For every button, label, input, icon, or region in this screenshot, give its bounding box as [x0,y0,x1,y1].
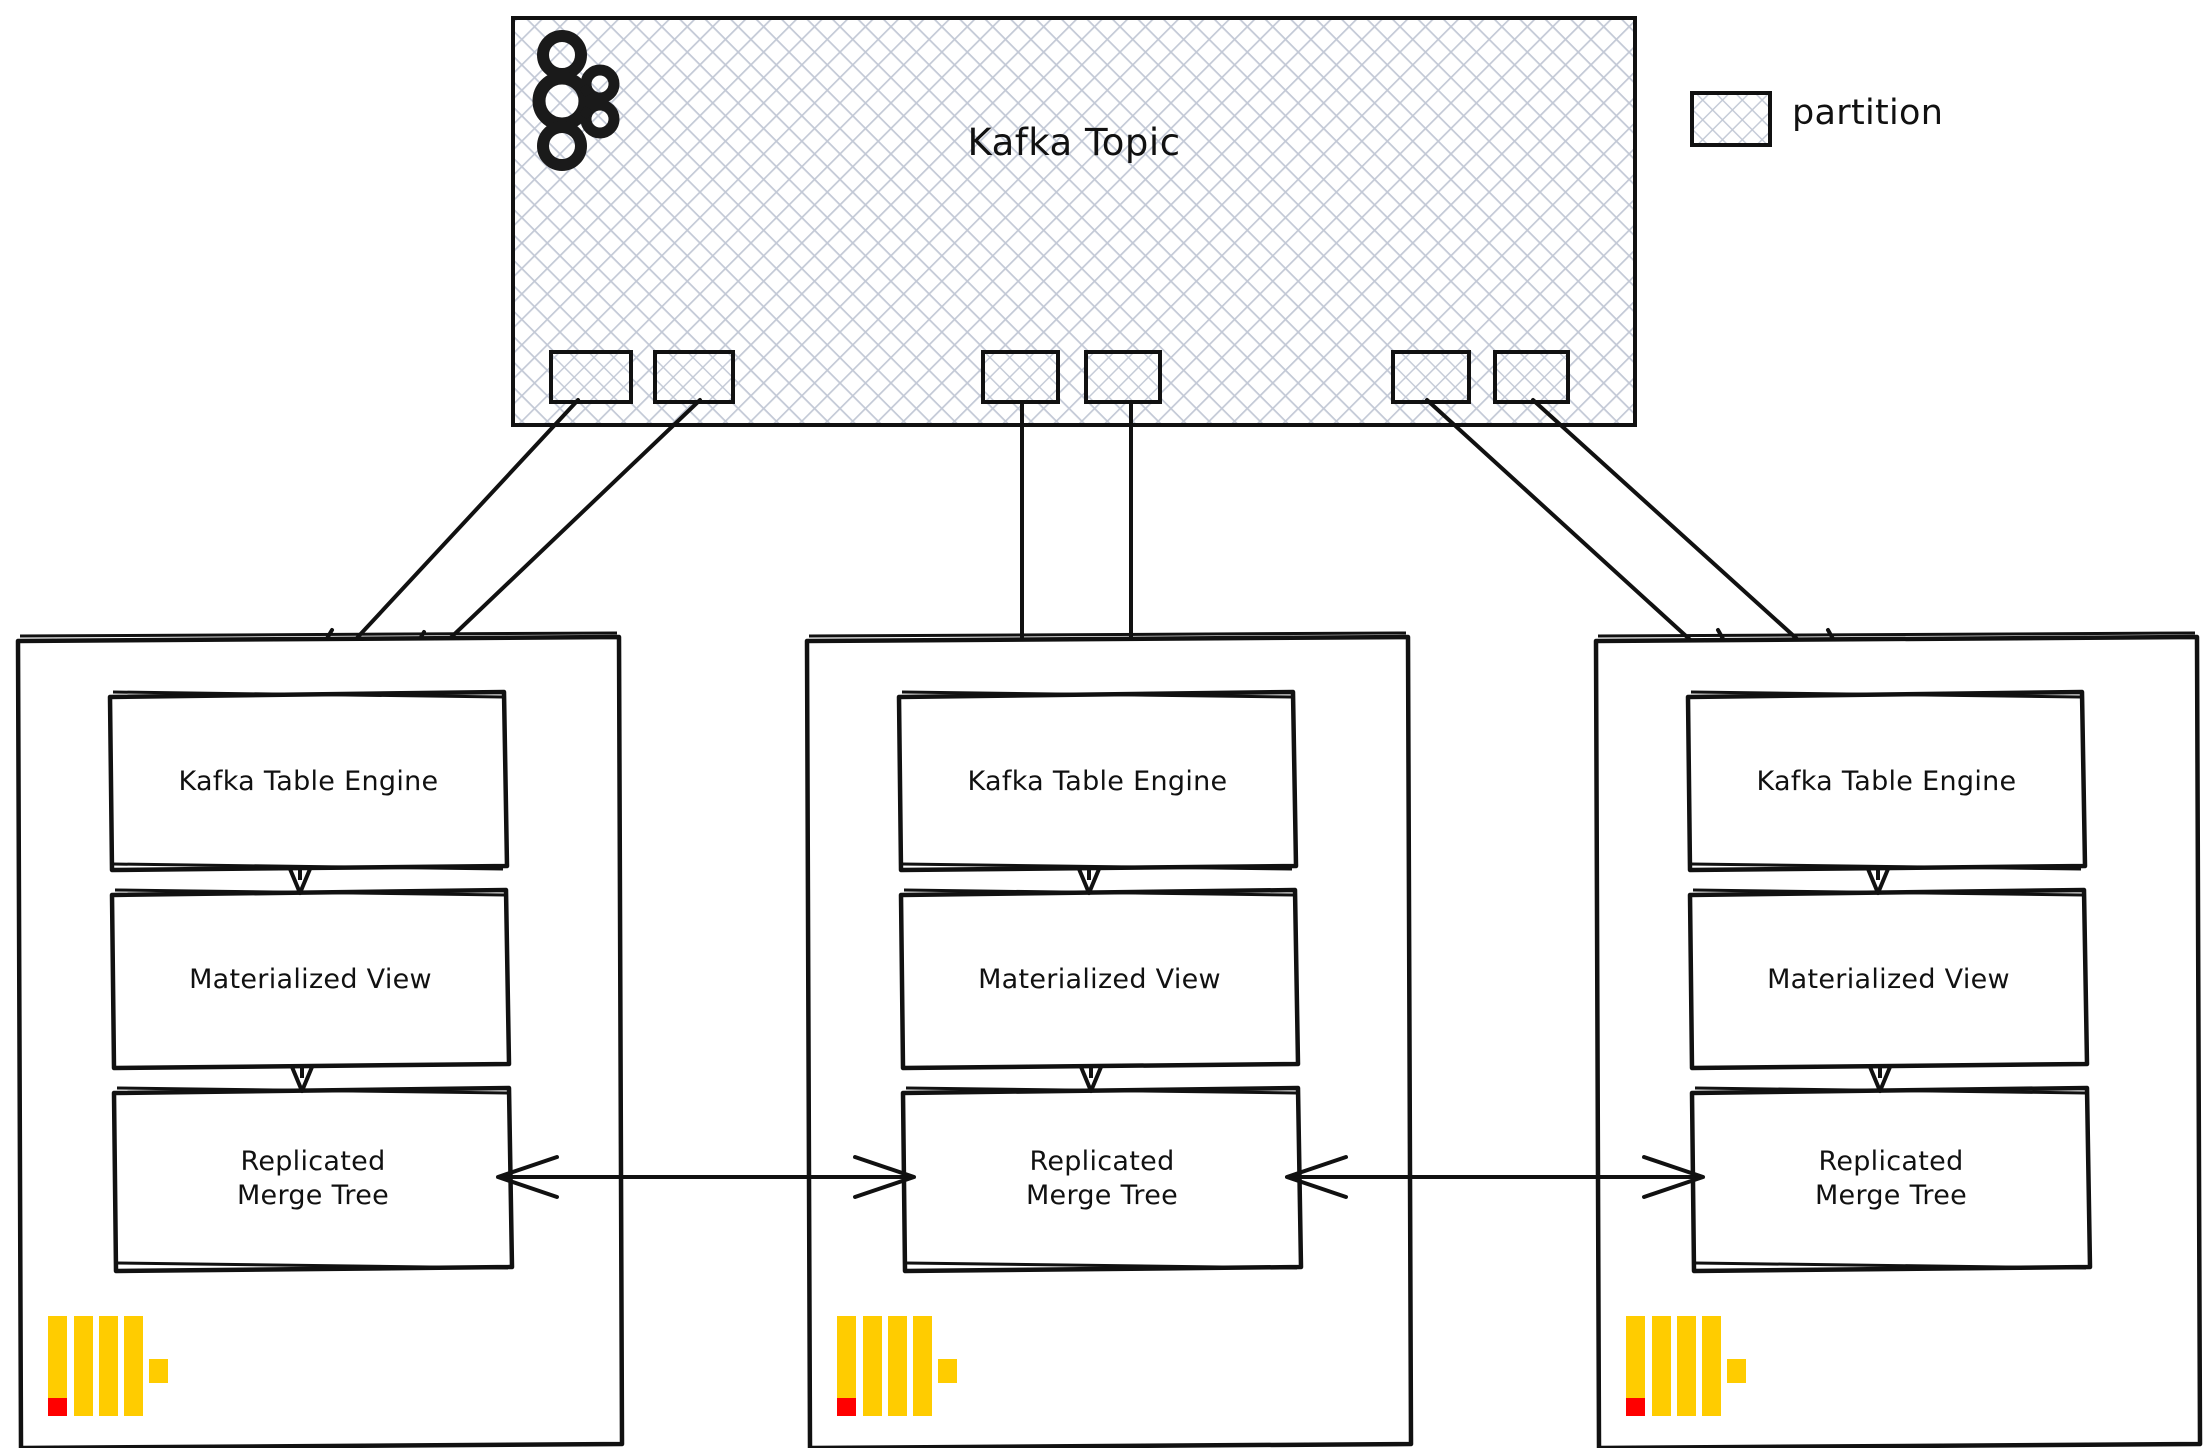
materialized-view-box-2[interactable] [898,887,1301,1071]
arrow-mv-to-rmt-3 [1868,1064,1892,1093]
arrow-kte-to-mv-3 [1866,866,1890,895]
materialized-view-box-1[interactable] [109,887,512,1071]
replication-arrow-node2-node3 [1285,1155,1705,1199]
partition-p4[interactable] [1391,350,1471,404]
clickhouse-logo-icon-3 [1626,1316,1746,1416]
partition-p3[interactable] [1084,350,1162,404]
clickhouse-logo-icon-2 [837,1316,957,1416]
arrow-mv-to-rmt-2 [1079,1064,1103,1093]
arrow-kte-to-mv-1 [288,866,312,895]
arrow-mv-to-rmt-1 [290,1064,314,1093]
legend-swatch-hatched-square-icon [1690,91,1772,147]
partition-p0[interactable] [549,350,633,404]
kafka-table-engine-box-3[interactable] [1685,689,2088,873]
arrow-kte-to-mv-2 [1077,866,1101,895]
partition-p5[interactable] [1493,350,1570,404]
partition-p1[interactable] [653,350,735,404]
partition-p2[interactable] [981,350,1060,404]
replication-arrow-node1-node2 [496,1155,916,1199]
kafka-table-engine-box-1[interactable] [107,689,510,873]
clickhouse-logo-icon-1 [48,1316,168,1416]
replicated-merge-tree-box-2[interactable] [900,1085,1304,1274]
replicated-merge-tree-box-3[interactable] [1689,1085,2093,1274]
kafka-logo-icon [532,30,620,171]
replicated-merge-tree-box-1[interactable] [111,1085,515,1274]
materialized-view-box-3[interactable] [1687,887,2090,1071]
kafka-table-engine-box-2[interactable] [896,689,1299,873]
